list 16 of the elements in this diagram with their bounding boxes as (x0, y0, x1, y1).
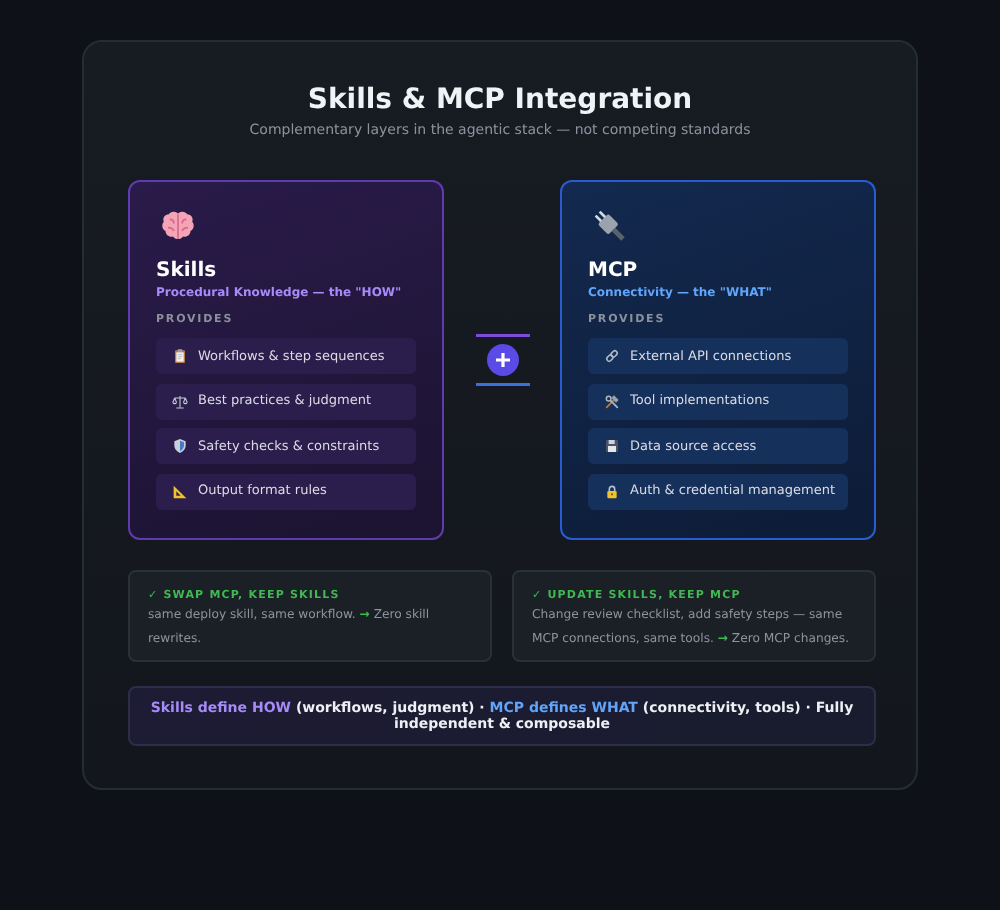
list-item (156, 383, 416, 419)
note-card (512, 570, 876, 662)
card-title: Skills (156, 260, 219, 284)
list-item (156, 473, 416, 509)
list-item (588, 338, 848, 374)
list-item (156, 338, 416, 374)
layer-card (560, 180, 876, 540)
list-item (588, 383, 848, 419)
title: Skills & MCP Integration (307, 84, 693, 118)
summary-banner (128, 686, 876, 746)
note-card (128, 570, 492, 662)
card-title: MCP (588, 260, 640, 284)
list-item (156, 428, 416, 464)
list-item (588, 473, 848, 509)
layer-card (128, 180, 444, 540)
list-item (588, 428, 848, 464)
